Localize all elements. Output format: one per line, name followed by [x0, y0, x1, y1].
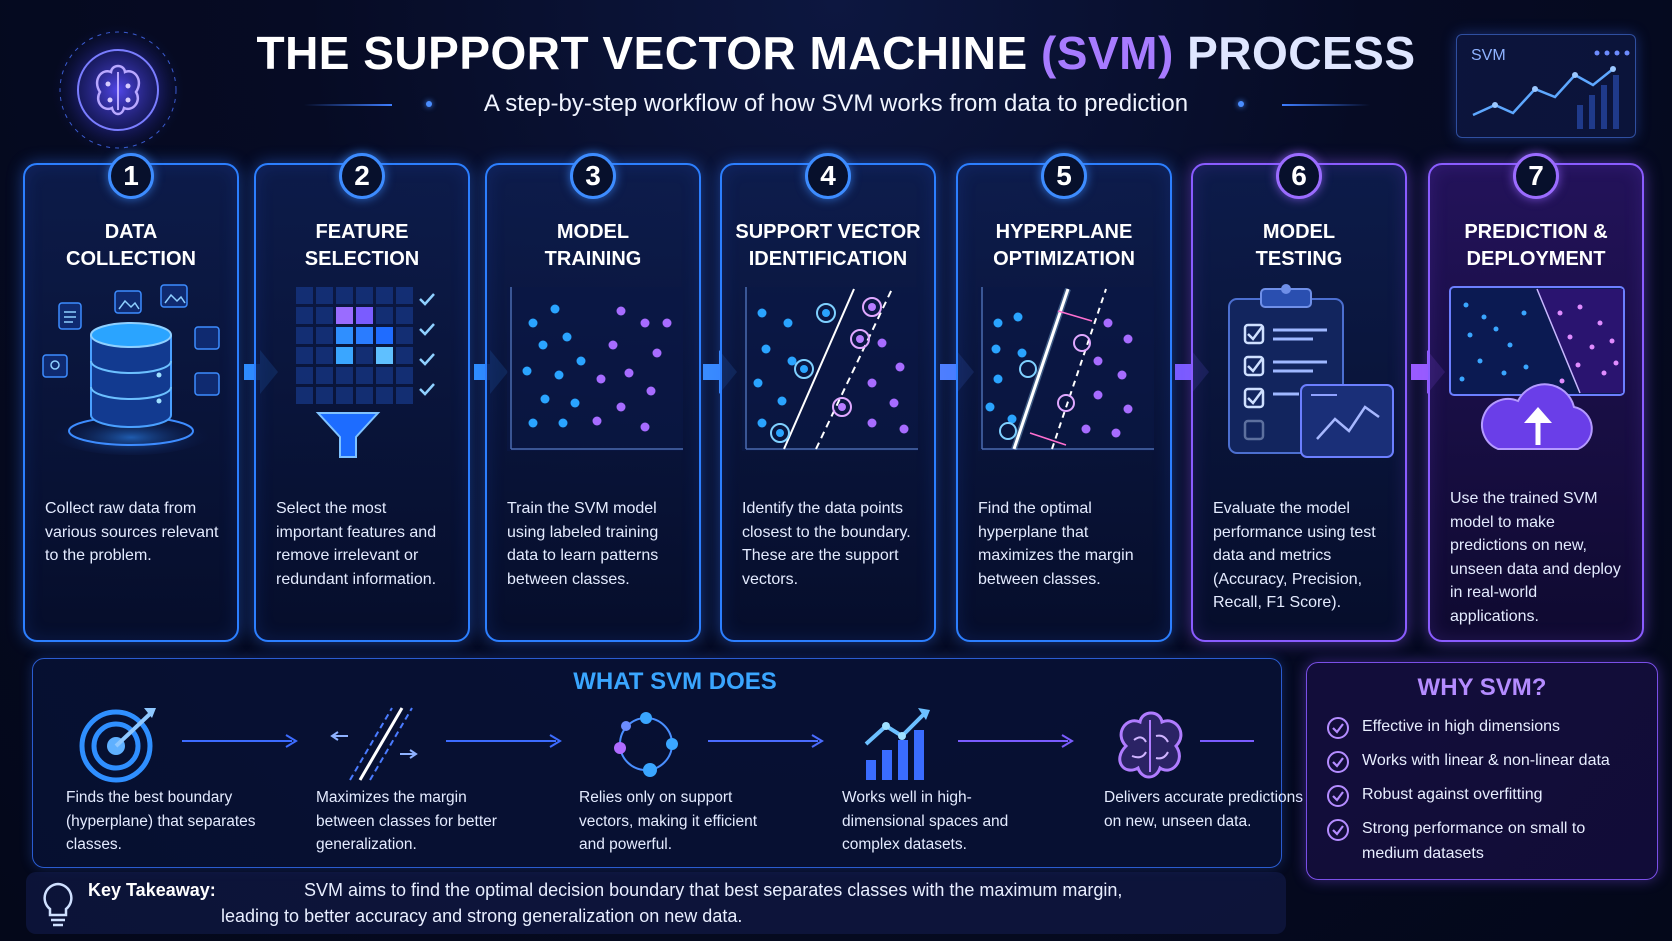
what-arrow-1 [182, 734, 298, 748]
clipboard-checklist-icon [1228, 284, 1394, 458]
step-title-2-line1: FEATURE [315, 221, 409, 243]
subtitle-dot-right [1238, 101, 1244, 107]
step-card-3[interactable]: 3 MODEL TRAINING Train the SVM model usi… [485, 153, 701, 642]
why-item-3: Robust against overfitting [1326, 782, 1646, 807]
step-title-7-line1: PREDICTION & [1464, 221, 1608, 243]
subtitle-line-left [304, 104, 392, 106]
mini-line-chart-icon [1472, 50, 1630, 129]
step-card-4[interactable]: 4 SUPPORT VECTOR IDENTIFICATION Identify… [720, 153, 936, 642]
step-number-2: 2 [339, 153, 385, 199]
what-item-3-text: Relies only on support vectors, making i… [579, 789, 758, 853]
step-number-7: 7 [1513, 153, 1559, 199]
check-circle-icon [1327, 819, 1349, 841]
subtitle-line-right [1282, 104, 1370, 106]
step-description-5: Find the optimal hyperplane that maximiz… [978, 500, 1134, 588]
step-title-6-line1: MODEL [1262, 221, 1336, 243]
page-subtitle: A step-by-step workflow of how SVM works… [483, 90, 1189, 117]
title-highlight: (SVM) [1040, 27, 1174, 79]
key-takeaway-line1: SVM aims to find the optimal decision bo… [304, 880, 1123, 900]
step-number-6: 6 [1276, 153, 1322, 199]
step-card-1[interactable]: 1 DATA COLLECTION Collect raw data from … [23, 153, 239, 642]
cloud-upload-icon [1449, 286, 1625, 450]
step-title-1: DATA COLLECTION [31, 219, 231, 273]
step-number-5: 5 [1041, 153, 1087, 199]
step-description-4: Identify the data points closest to the … [742, 500, 911, 588]
step-number-4: 4 [805, 153, 851, 199]
what-svm-does-title: WHAT SVM DOES [573, 668, 777, 695]
step-title-7: PREDICTION & DEPLOYMENT [1436, 219, 1636, 273]
subtitle-dot-left [426, 101, 432, 107]
step-title-3: MODEL TRAINING [493, 219, 693, 273]
step-title-6-line2: TESTING [1255, 248, 1343, 270]
why-item-4: Strong performance on small to medium da… [1326, 816, 1616, 866]
hyperplane-icon [978, 287, 1154, 451]
why-item-3-text: Robust against overfitting [1362, 786, 1543, 803]
what-item-5-text: Delivers accurate predictions on new, un… [1104, 789, 1304, 830]
step-title-2-line2: SELECTION [304, 248, 420, 270]
margin-lines-icon [330, 707, 418, 781]
check-circle-icon [1327, 785, 1349, 807]
what-arrow-2 [446, 734, 562, 748]
step-title-5-line1: HYPERPLANE [995, 221, 1133, 243]
key-takeaway-label: Key Takeaway: [88, 880, 216, 900]
step-title-3-line1: MODEL [556, 221, 630, 243]
what-tail-line [1200, 740, 1254, 742]
what-item-4-text: Works well in high-dimensional spaces an… [842, 789, 1009, 853]
step-title-5: HYPERPLANE OPTIMIZATION [964, 219, 1164, 273]
why-svm-title: WHY SVM? [1417, 674, 1547, 701]
feature-grid-funnel-icon [296, 287, 435, 458]
why-item-4-text: Strong performance on small to medium da… [1362, 820, 1586, 862]
step-title-1-line1: DATA [104, 221, 158, 243]
target-icon [79, 708, 156, 783]
step-title-4-line2: IDENTIFICATION [748, 248, 908, 270]
why-item-2: Works with linear & non-linear data [1326, 748, 1646, 773]
why-item-2-text: Works with linear & non-linear data [1362, 752, 1610, 769]
network-nodes-icon [614, 712, 678, 777]
what-svm-does-panel [32, 658, 1282, 868]
why-item-1: Effective in high dimensions [1326, 714, 1646, 739]
support-vectors-icon [742, 287, 918, 451]
step-number-1: 1 [108, 153, 154, 199]
brain-icon [1118, 711, 1183, 779]
step-title-4-line1: SUPPORT VECTOR [735, 221, 921, 243]
step-card-5[interactable]: 5 HYPERPLANE OPTIMIZATION Find the optim… [956, 153, 1172, 642]
step-title-4: SUPPORT VECTOR IDENTIFICATION [728, 219, 928, 273]
scatter-plot-icon [507, 287, 683, 451]
key-takeaway-bar [26, 872, 1286, 934]
step-title-3-line2: TRAINING [544, 248, 642, 270]
step-title-6: MODEL TESTING [1199, 219, 1399, 273]
page-title: THE SUPPORT VECTOR MACHINE (SVM) PROCESS [0, 26, 1672, 80]
mini-chart-label: SVM [1471, 47, 1506, 64]
step-description-2: Select the most important features and r… [276, 500, 437, 588]
check-circle-icon [1327, 717, 1349, 739]
step-card-6[interactable]: 6 MODEL TESTING Evaluate the model perfo… [1191, 153, 1407, 642]
step-title-5-line2: OPTIMIZATION [993, 248, 1135, 270]
what-item-2-text: Maximizes the margin between classes for… [316, 789, 497, 853]
step-title-7-line2: DEPLOYMENT [1466, 248, 1606, 270]
why-item-1-text: Effective in high dimensions [1362, 718, 1561, 735]
step-description-6: Evaluate the model performance using tes… [1213, 500, 1376, 611]
step-description-7: Use the trained SVM model to make predic… [1450, 490, 1621, 625]
what-item-1-text: Finds the best boundary (hyperplane) tha… [66, 789, 256, 853]
lightbulb-icon [43, 882, 73, 927]
step-number-3: 3 [570, 153, 616, 199]
key-takeaway-line2: leading to better accuracy and strong ge… [221, 906, 743, 926]
brain-badge-icon [52, 24, 184, 156]
what-arrow-3 [708, 734, 824, 748]
title-tail: PROCESS [1187, 27, 1416, 79]
step-card-7[interactable]: 7 PREDICTION & DEPLOYMENT Use the traine… [1428, 153, 1644, 642]
why-svm-panel [1306, 662, 1658, 880]
title-main: THE SUPPORT VECTOR MACHINE [256, 27, 1028, 79]
what-arrow-4 [958, 734, 1074, 748]
step-card-2[interactable]: 2 FEATURE SELECTION Select the most impo… [254, 153, 470, 642]
mini-chart-panel: SVM [1456, 34, 1636, 138]
step-description-3: Train the SVM model using labeled traini… [507, 500, 659, 588]
step-description-1: Collect raw data from various sources re… [45, 500, 219, 564]
check-circle-icon [1327, 751, 1349, 773]
database-icon [42, 284, 220, 455]
growth-chart-icon [864, 708, 930, 780]
step-title-1-line2: COLLECTION [66, 248, 196, 270]
step-title-2: FEATURE SELECTION [262, 219, 462, 273]
